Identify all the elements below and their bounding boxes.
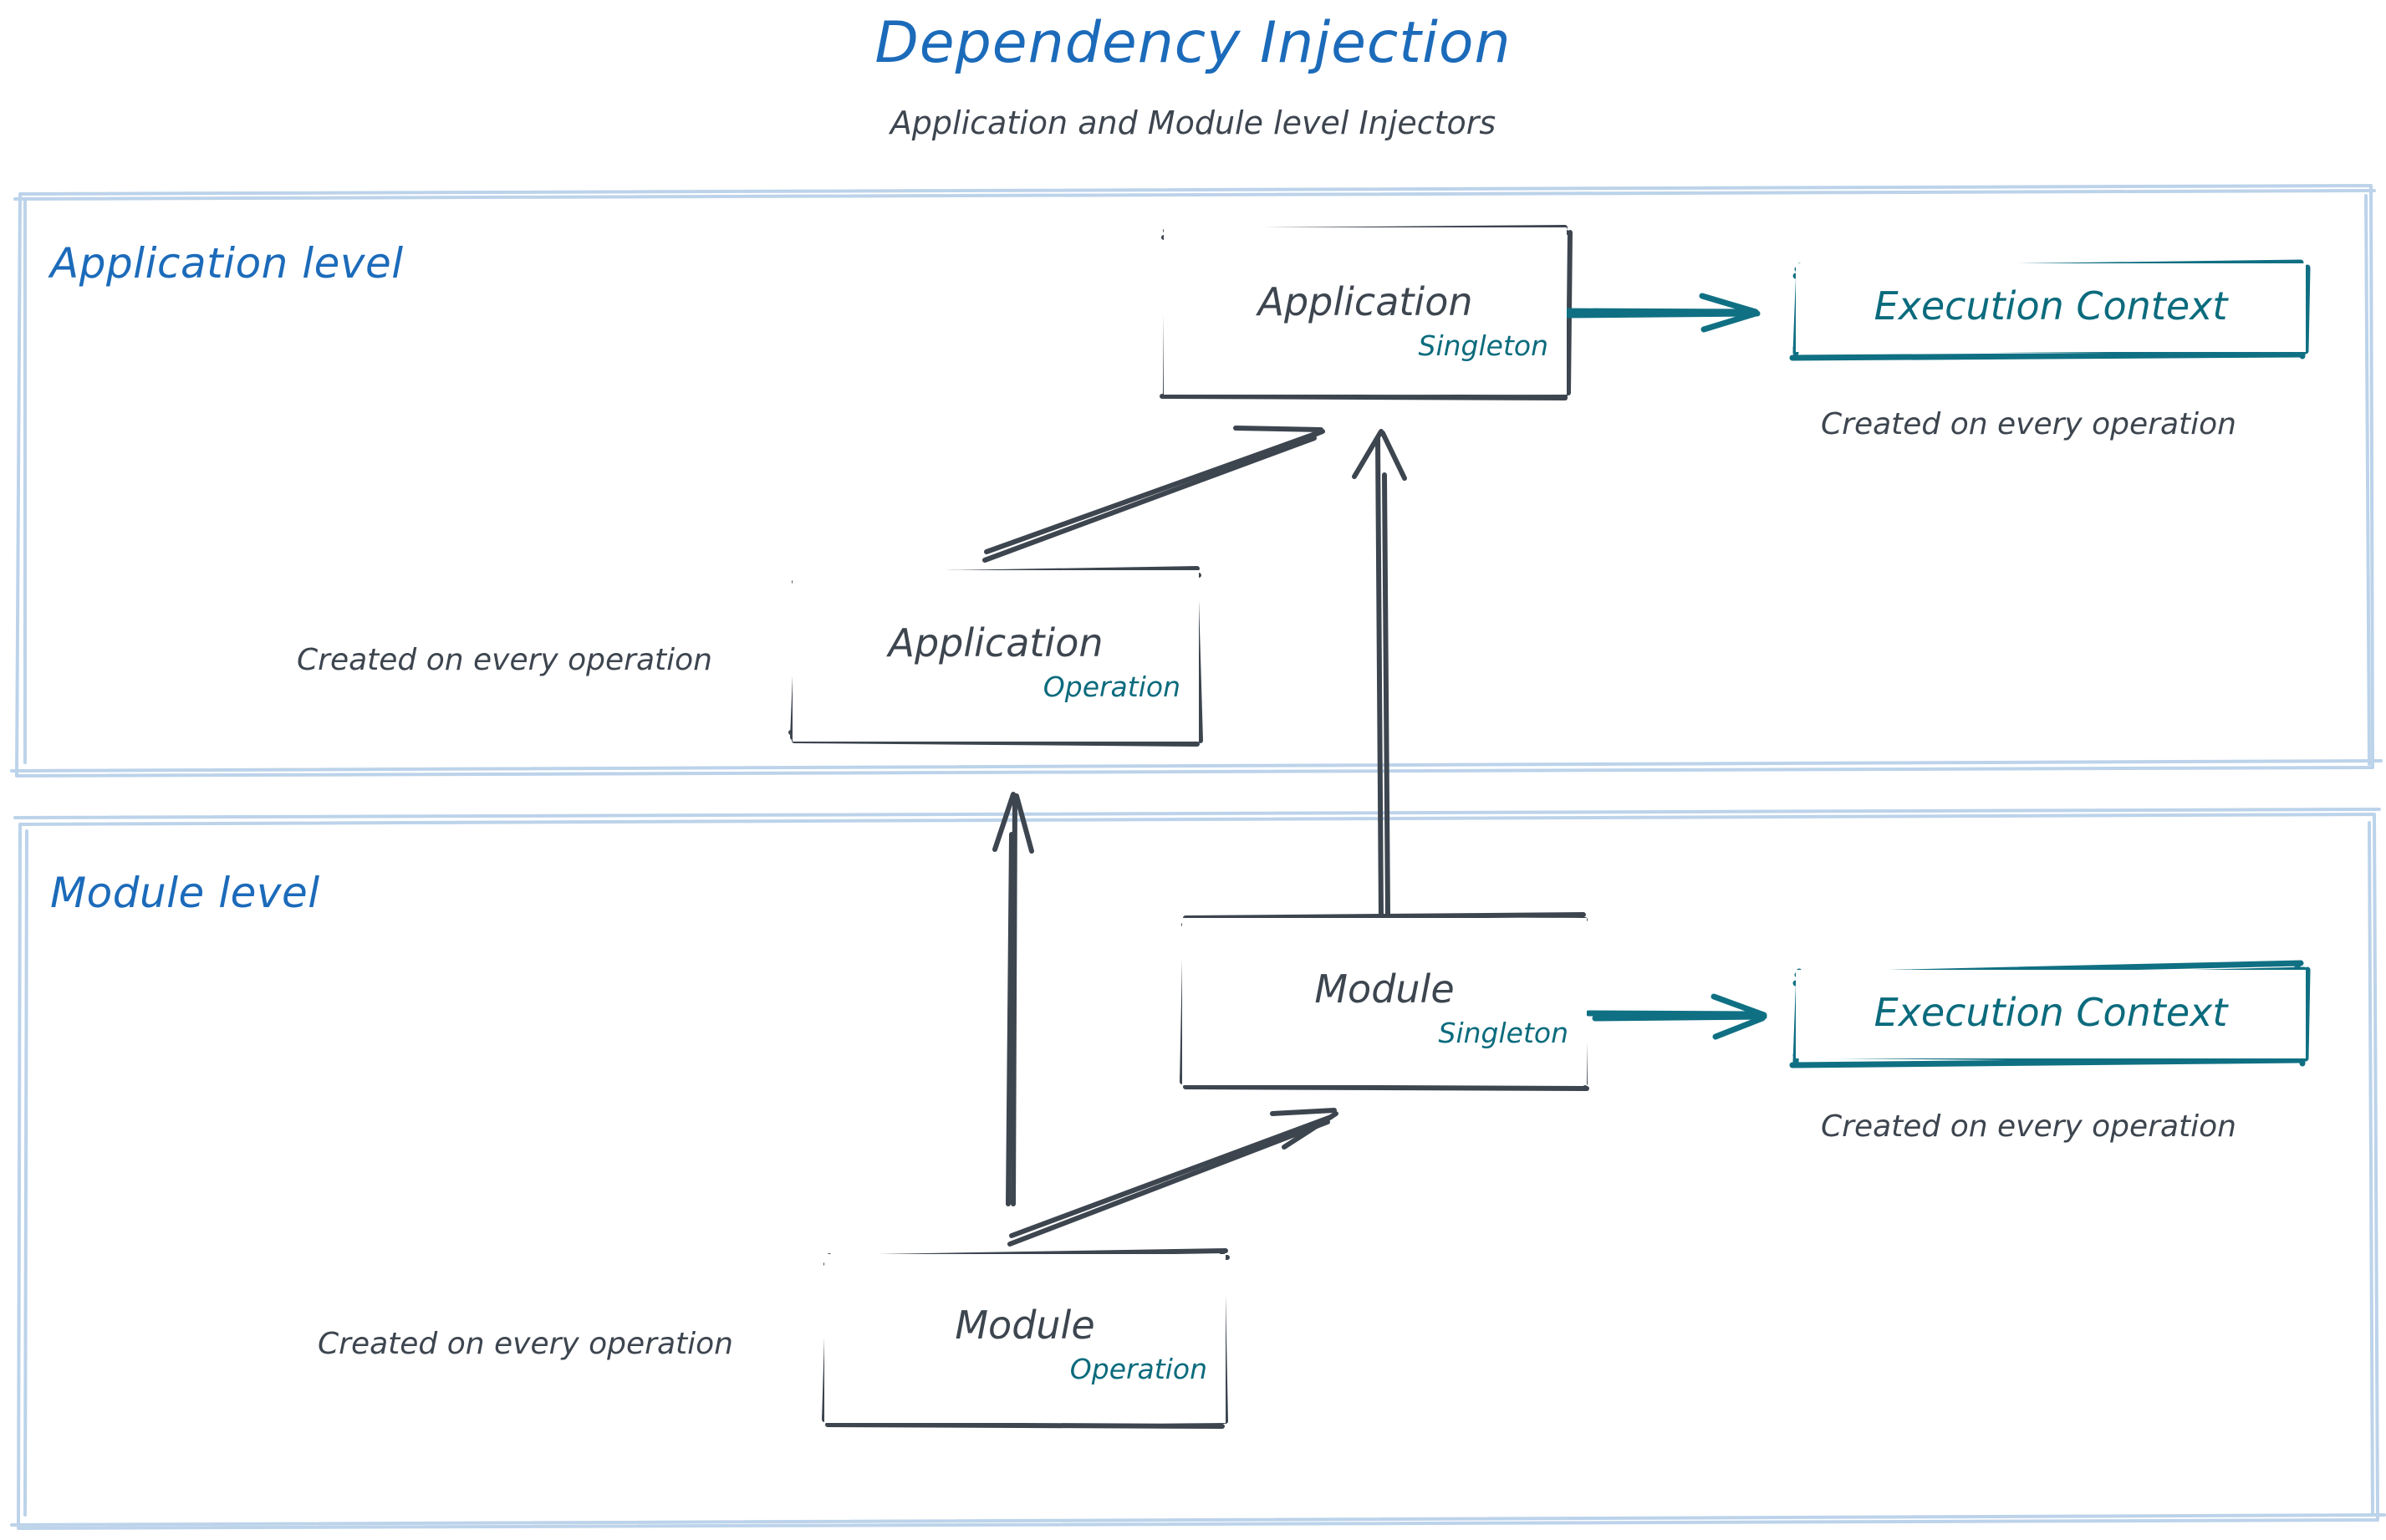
node-application-operation-title: Application (888, 620, 1104, 665)
node-application-singleton[interactable]: Application Singleton (1164, 227, 1567, 395)
arrow-app-singleton-to-execution-context (1553, 293, 1761, 333)
node-application-singleton-title: Application (1257, 279, 1473, 324)
caption-execution-context-application: Created on every operation (1821, 407, 2236, 441)
node-application-operation[interactable]: Application Operation (793, 570, 1199, 742)
node-module-operation-title: Module (955, 1303, 1095, 1348)
lane-label-application-level: Application level (50, 239, 404, 288)
page-title: Dependency Injection (874, 10, 1512, 76)
arrow-module-operation-to-module-singleton (1007, 1108, 1338, 1247)
execution-context-module[interactable]: Execution Context (1796, 970, 2306, 1058)
arrow-module-singleton-to-app-singleton (1352, 429, 1407, 920)
caption-execution-context-module: Created on every operation (1821, 1109, 2236, 1144)
caption-application-operation: Created on every operation (297, 643, 712, 677)
page-subtitle: Application and Module level Injectors (890, 105, 1496, 141)
node-module-operation-scope: Operation (1069, 1353, 1207, 1385)
node-module-singleton-title: Module (1314, 966, 1455, 1012)
execution-context-application[interactable]: Execution Context (1796, 263, 2306, 352)
caption-module-operation: Created on every operation (318, 1327, 733, 1361)
node-application-singleton-scope: Singleton (1418, 329, 1549, 362)
arrow-app-operation-to-app-singleton (982, 426, 1325, 563)
execution-context-module-label: Execution Context (1874, 990, 2228, 1035)
arrow-module-singleton-to-execution-context (1585, 993, 1767, 1040)
execution-context-application-label: Execution Context (1874, 283, 2228, 329)
node-module-singleton[interactable]: Module Singleton (1182, 918, 1587, 1085)
node-module-singleton-scope: Singleton (1438, 1017, 1569, 1049)
arrow-module-operation-to-app-operation (992, 792, 1034, 1206)
node-application-operation-scope: Operation (1043, 671, 1180, 703)
lane-label-module-level: Module level (50, 869, 320, 917)
node-module-operation[interactable]: Module Operation (824, 1254, 1226, 1423)
